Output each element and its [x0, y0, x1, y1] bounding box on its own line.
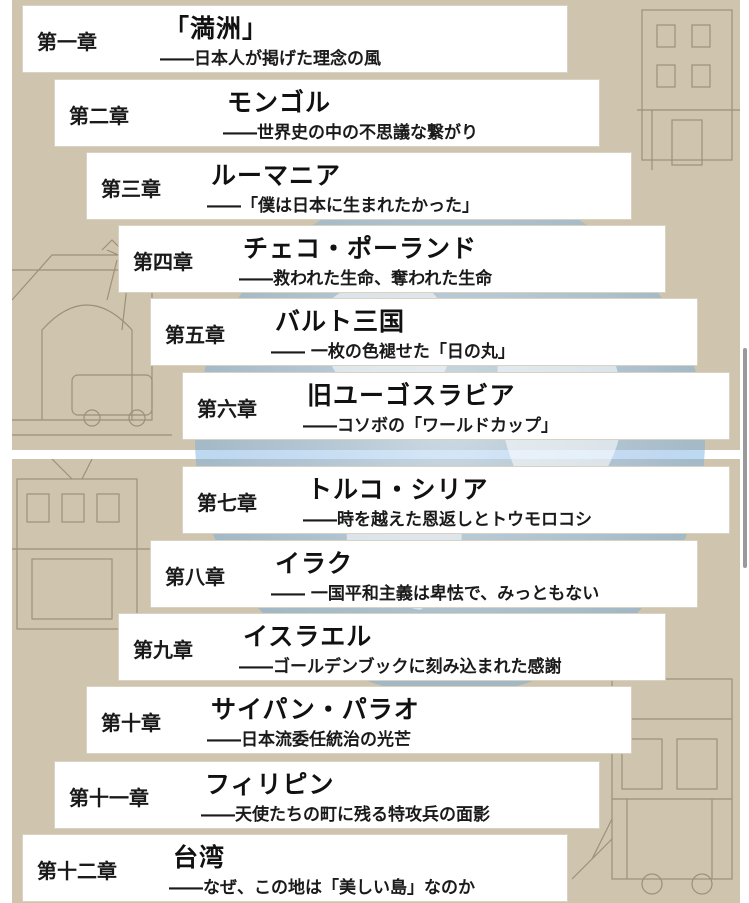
chapter-subtitle: ――天使たちの町に残る特攻兵の面影 — [201, 805, 490, 825]
chapter-card: 第五章 バルト三国 ―― 一枚の色褪せた「日の丸」 — [151, 299, 697, 365]
chapter-title: トルコ・シリア — [307, 475, 489, 504]
chapter-subtitle: ――なぜ、この地は「美しい島」なのか — [169, 878, 475, 898]
chapter-title: サイパン・パラオ — [211, 695, 420, 724]
chapter-title: イスラエル — [243, 622, 373, 651]
chapter-card: 第七章 トルコ・シリア ――時を越えた恩返しとトウモロコシ — [183, 467, 729, 533]
chapter-subtitle: ――「僕は日本に生まれたかった」 — [207, 196, 479, 216]
chapter-title: 「満洲」 — [164, 14, 269, 43]
chapter-number: 第十章 — [101, 711, 161, 735]
scrollbar[interactable] — [741, 0, 749, 903]
chapter-number: 第五章 — [165, 323, 225, 347]
chapter-subtitle: ――時を越えた恩返しとトウモロコシ — [303, 510, 592, 530]
scroll-thumb[interactable] — [743, 348, 747, 568]
chapter-card: 第十一章 フィリピン ――天使たちの町に残る特攻兵の面影 — [55, 762, 599, 828]
chapter-number: 第四章 — [133, 250, 193, 274]
chapter-subtitle: ――ゴールデンブックに刻み込まれた感謝 — [239, 657, 562, 677]
chapter-subtitle: ――コソボの「ワールドカップ」 — [303, 416, 558, 436]
chapter-title: ルーマニア — [211, 161, 342, 190]
chapter-number: 第三章 — [101, 177, 161, 201]
chapter-number: 第七章 — [197, 491, 257, 515]
chapter-card: 第四章 チェコ・ポーランド ――救われた生命、奪われた生命 — [119, 226, 665, 292]
chapter-title: 旧ユーゴスラビア — [307, 381, 516, 410]
chapter-title: バルト三国 — [275, 307, 406, 336]
chapter-title: モンゴル — [227, 88, 332, 117]
chapter-card: 第八章 イラク ―― 一国平和主義は卑怯で、みっともない — [151, 541, 697, 607]
chapter-subtitle: ――日本流委任統治の光芒 — [207, 730, 411, 750]
chapter-number: 第八章 — [165, 565, 225, 589]
chapter-subtitle: ―― 一国平和主義は卑怯で、みっともない — [271, 584, 600, 604]
chapter-title: フィリピン — [205, 770, 335, 799]
market-sketch-illustration — [12, 459, 733, 895]
chapter-title: チェコ・ポーランド — [243, 234, 478, 263]
chapter-number: 第六章 — [197, 397, 257, 421]
chapter-subtitle: ――世界史の中の不思議な繋がり — [223, 123, 478, 143]
chapter-subtitle: ――日本人が掲げた理念の風 — [160, 49, 381, 69]
chapter-title: 台湾 — [173, 843, 226, 872]
chapter-card: 第九章 イスラエル ――ゴールデンブックに刻み込まれた感謝 — [119, 614, 665, 680]
chapter-number: 第九章 — [133, 638, 193, 662]
chapter-number: 第一章 — [37, 30, 97, 54]
chapter-number: 第二章 — [69, 104, 129, 128]
chapter-subtitle: ―― 一枚の色褪せた「日の丸」 — [271, 342, 515, 362]
chapter-card: 第三章 ルーマニア ――「僕は日本に生まれたかった」 — [87, 153, 631, 219]
chapter-card: 第十二章 台湾 ――なぜ、この地は「美しい島」なのか — [23, 835, 567, 901]
chapter-title: イラク — [275, 549, 354, 578]
chapter-card: 第一章 「満洲」 ――日本人が掲げた理念の風 — [23, 6, 567, 72]
chapter-card: 第二章 モンゴル ――世界史の中の不思議な繋がり — [55, 80, 599, 146]
chapter-number: 第十二章 — [37, 859, 117, 883]
chapter-card: 第六章 旧ユーゴスラビア ――コソボの「ワールドカップ」 — [183, 373, 729, 439]
chapter-card: 第十章 サイパン・パラオ ――日本流委任統治の光芒 — [87, 687, 631, 753]
chapter-number: 第十一章 — [69, 786, 149, 810]
chapter-subtitle: ――救われた生命、奪われた生命 — [239, 269, 493, 289]
